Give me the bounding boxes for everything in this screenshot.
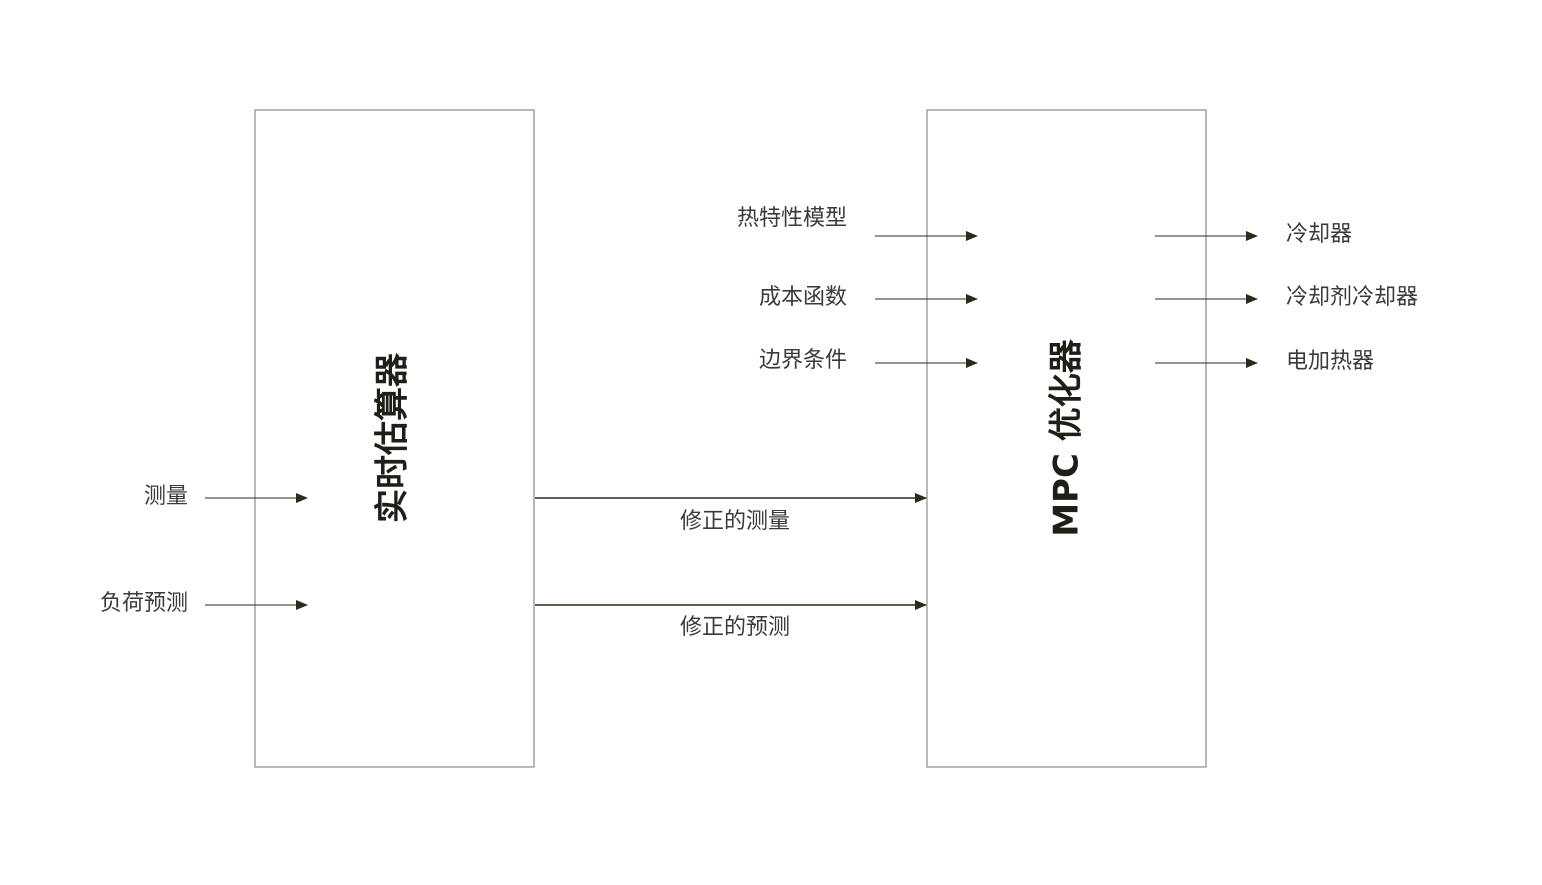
load-forecast-label: 负荷预测 <box>100 591 188 616</box>
estimator-title: 实时估算器 <box>373 352 413 523</box>
cost-function-label: 成本函数 <box>759 285 847 310</box>
optimizer-block <box>926 109 1207 768</box>
corrected-measurement-label: 修正的测量 <box>680 509 790 534</box>
measurement-label: 测量 <box>144 484 188 509</box>
optimizer-title: MPC 优化器 <box>1047 338 1087 537</box>
thermal-model-label: 热特性模型 <box>737 206 847 231</box>
corrected-forecast-label: 修正的预测 <box>680 615 790 640</box>
estimator-block <box>254 109 535 768</box>
coolant-chiller-label: 冷却剂冷却器 <box>1286 285 1418 310</box>
chiller-label: 冷却器 <box>1286 222 1352 247</box>
boundary-conditions-label: 边界条件 <box>759 348 847 373</box>
electric-heater-label: 电加热器 <box>1286 349 1374 374</box>
